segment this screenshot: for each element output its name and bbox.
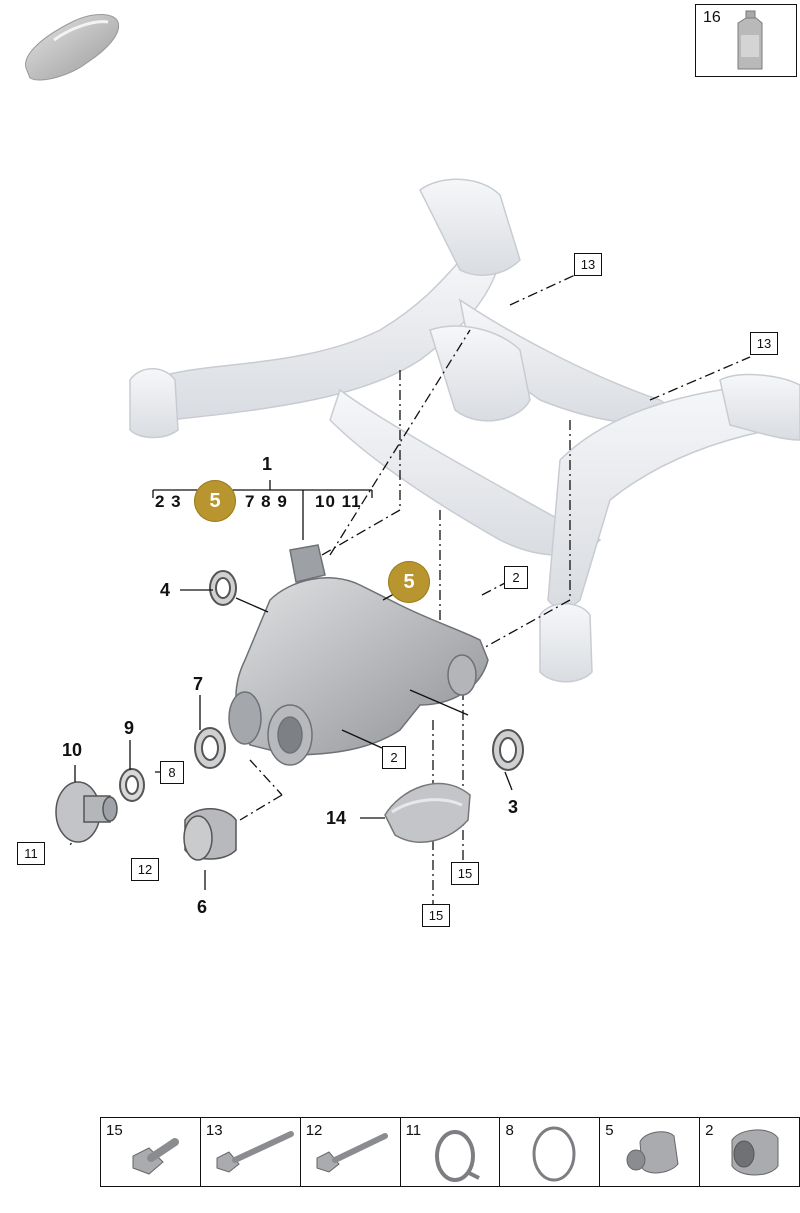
boxed-callout-11[interactable]: 11 — [17, 842, 45, 865]
callout-7: 7 — [193, 674, 204, 694]
heat-shield-14 — [384, 782, 471, 843]
oil-part-number: 16 — [703, 9, 721, 26]
legend-num: 5 — [605, 1122, 614, 1139]
bushing-6 — [183, 808, 237, 861]
callout-range-right: 10 11 — [315, 492, 362, 511]
legend-cell-12[interactable]: 12 — [301, 1118, 401, 1186]
seal-ring-3 — [492, 729, 524, 771]
callout-6: 6 — [197, 897, 208, 917]
legend-cell-2[interactable]: 2 — [700, 1118, 799, 1186]
circlip-icon — [434, 1130, 480, 1182]
callout-range-mid: 7 8 9 — [245, 492, 288, 511]
callout-5-bubble-range[interactable]: 5 — [194, 480, 236, 522]
exploded-view-diagram — [55, 178, 800, 905]
callout-range-left: 2 3 — [155, 492, 182, 511]
rear-subframe — [129, 178, 800, 683]
bolt-long-icon — [316, 1133, 388, 1173]
legend-cell-5[interactable]: 5 — [600, 1118, 701, 1186]
legend-cell-8[interactable]: 8 — [500, 1118, 601, 1186]
legend-num: 2 — [705, 1122, 714, 1139]
boxed-callout-13-right[interactable]: 13 — [750, 332, 778, 355]
callout-9: 9 — [124, 718, 135, 738]
legend-num: 12 — [305, 1122, 323, 1139]
callout-14: 14 — [326, 808, 347, 828]
ring-9 — [119, 768, 145, 802]
car-icon — [14, 6, 124, 86]
boxed-callout-13-top[interactable]: 13 — [574, 253, 602, 276]
legend-cell-11[interactable]: 11 — [401, 1118, 501, 1186]
legend-num: 13 — [205, 1122, 223, 1139]
bolt-short-icon — [132, 1138, 179, 1175]
o-ring-icon — [532, 1126, 576, 1182]
legend-num: 8 — [505, 1122, 514, 1139]
fastener-legend: 15 13 12 11 8 5 — [100, 1117, 800, 1187]
legend-cell-13[interactable]: 13 — [201, 1118, 301, 1186]
boxed-callout-2-upper[interactable]: 2 — [504, 566, 528, 589]
oil-part-box[interactable]: 16 — [695, 4, 797, 77]
callout-4: 4 — [160, 580, 171, 600]
boxed-callout-15-bottom[interactable]: 15 — [422, 904, 450, 927]
rear-differential — [228, 544, 489, 766]
callout-1: 1 — [262, 454, 273, 474]
oil-bottle-icon — [737, 10, 763, 70]
seal-ring-7 — [194, 727, 226, 769]
legend-cell-15[interactable]: 15 — [101, 1118, 201, 1186]
bolt-long-icon — [216, 1131, 294, 1173]
callout-3: 3 — [508, 797, 519, 817]
plug-icon — [626, 1131, 679, 1174]
flange-10 — [55, 781, 118, 843]
legend-num: 15 — [106, 1122, 123, 1139]
boxed-callout-2-lower[interactable]: 2 — [382, 746, 406, 769]
seal-ring-4 — [209, 570, 237, 606]
callout-10: 10 — [62, 740, 83, 760]
boxed-callout-8[interactable]: 8 — [160, 761, 184, 784]
legend-num: 11 — [405, 1122, 422, 1139]
bushing-nut-icon — [731, 1129, 779, 1176]
callout-5-bubble[interactable]: 5 — [388, 561, 430, 603]
boxed-callout-12[interactable]: 12 — [131, 858, 159, 881]
boxed-callout-15-right[interactable]: 15 — [451, 862, 479, 885]
